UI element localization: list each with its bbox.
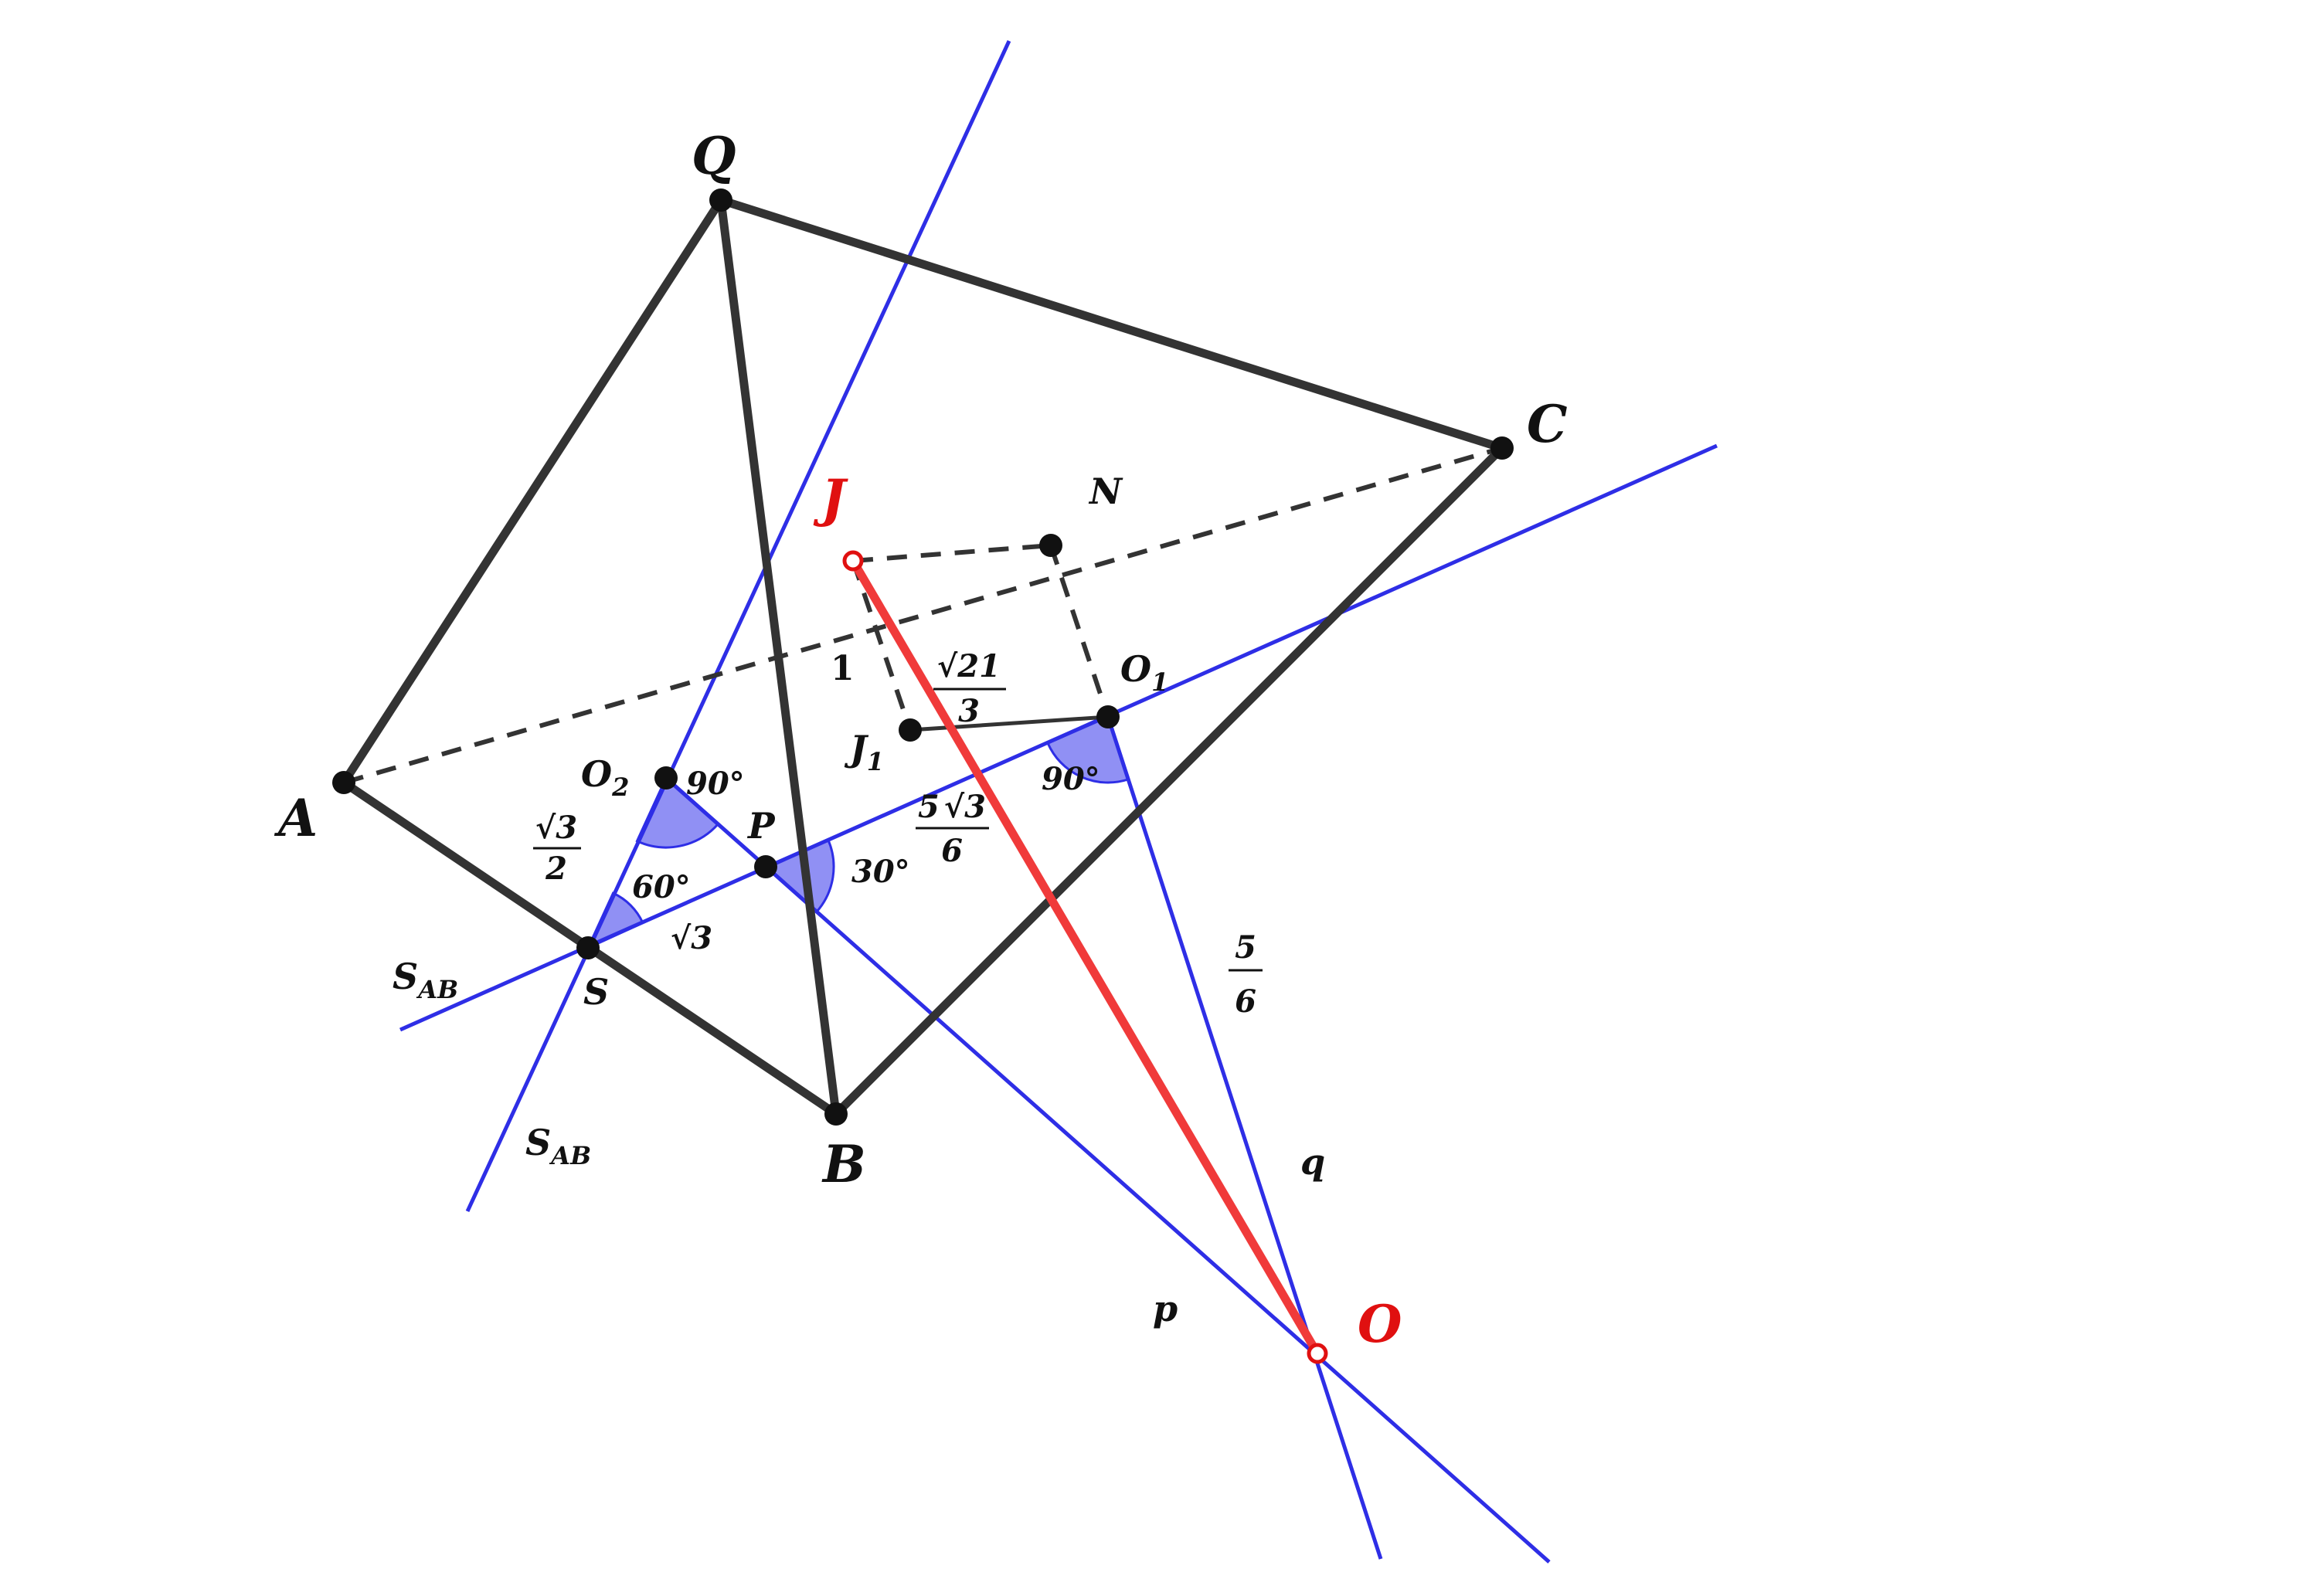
point-j1 — [899, 718, 922, 742]
point-n — [1039, 534, 1062, 557]
points — [332, 188, 1514, 1364]
length-s-p: √3 — [671, 920, 712, 956]
length-p-o1-numerator: 5√3 — [918, 789, 986, 825]
point-labels: A B C Q J O N P S O1 O2 J1 — [274, 126, 1568, 1354]
label-line-p: p — [1153, 1288, 1178, 1329]
label-n: N — [1088, 470, 1123, 512]
line-p — [664, 776, 1551, 1564]
segment-j-j1-dashed — [851, 560, 913, 731]
length-j-o-numerator: √21 — [937, 648, 1001, 684]
label-a: A — [274, 788, 318, 848]
point-b — [824, 1102, 848, 1126]
segment-j1-o1 — [909, 715, 1109, 732]
point-o1 — [1096, 705, 1120, 728]
label-s: S — [583, 971, 609, 1013]
point-j — [842, 550, 864, 572]
label-angle-o1: 90° — [1042, 761, 1100, 797]
segment-n-o1-dashed — [1049, 545, 1110, 718]
point-p — [754, 855, 777, 878]
edge-q-b — [716, 195, 841, 1119]
label-angle-o2: 90° — [686, 766, 745, 802]
length-labels: 1 √3 2 √3 5√3 6 5 6 √21 3 — [533, 648, 1263, 1020]
label-q: Q — [692, 126, 736, 186]
line-labels: SAB SAB p q — [393, 956, 1325, 1329]
angle-p-marker — [763, 837, 835, 914]
label-line-q: q — [1300, 1141, 1325, 1183]
point-s — [576, 936, 600, 959]
length-o2-s-denominator: 2 — [545, 851, 567, 887]
length-p-o1-fraction: 5√3 6 — [916, 789, 989, 869]
segment-j-n-dashed — [852, 543, 1052, 563]
length-j-j1: 1 — [831, 649, 855, 688]
point-o2 — [654, 766, 678, 790]
label-p: P — [746, 805, 776, 847]
label-j1: J1 — [844, 728, 884, 776]
label-o1: O1 — [1120, 648, 1168, 697]
line-s-ab-through-s-o2 — [465, 39, 1011, 1213]
label-line-s-ab-2: SAB — [525, 1122, 591, 1170]
point-a — [332, 771, 355, 794]
length-o1-o-numerator: 5 — [1235, 929, 1256, 966]
angle-markers — [585, 715, 1130, 951]
length-p-o1-denominator: 6 — [941, 833, 963, 869]
length-j-o-fraction: √21 3 — [933, 648, 1006, 729]
label-o: O — [1358, 1294, 1402, 1354]
length-o1-o-fraction: 5 6 — [1229, 929, 1263, 1020]
edge-a-c-hidden — [343, 446, 1503, 785]
length-o2-s-fraction: √3 2 — [533, 810, 581, 887]
point-q — [709, 188, 732, 212]
line-q — [1106, 716, 1383, 1560]
label-angle-s: 60° — [632, 869, 691, 905]
point-c — [1490, 436, 1514, 460]
angle-o1-marker — [1046, 715, 1130, 784]
edge-b-c — [831, 443, 1507, 1119]
angle-labels: 90° 90° 60° 30° — [632, 761, 1100, 905]
hidden-edges — [343, 446, 1503, 785]
construction-lines — [399, 39, 1718, 1564]
edge-q-c — [716, 195, 1507, 453]
edge-q-a — [339, 195, 726, 787]
angle-o2-marker — [635, 776, 720, 849]
length-o1-o-denominator: 6 — [1235, 983, 1256, 1020]
segment-j-o-highlight — [849, 559, 1321, 1356]
label-line-s-ab-1: SAB — [393, 956, 458, 1004]
label-angle-p: 30° — [851, 854, 910, 890]
label-o2: O2 — [581, 753, 629, 802]
length-j-o-denominator: 3 — [958, 693, 980, 729]
length-o2-s-numerator: √3 — [535, 810, 577, 846]
label-b: B — [821, 1134, 866, 1194]
label-j: J — [813, 468, 848, 528]
point-o — [1307, 1343, 1328, 1364]
label-c: C — [1527, 394, 1568, 454]
line-s-ab-through-s-o1 — [399, 443, 1718, 1032]
